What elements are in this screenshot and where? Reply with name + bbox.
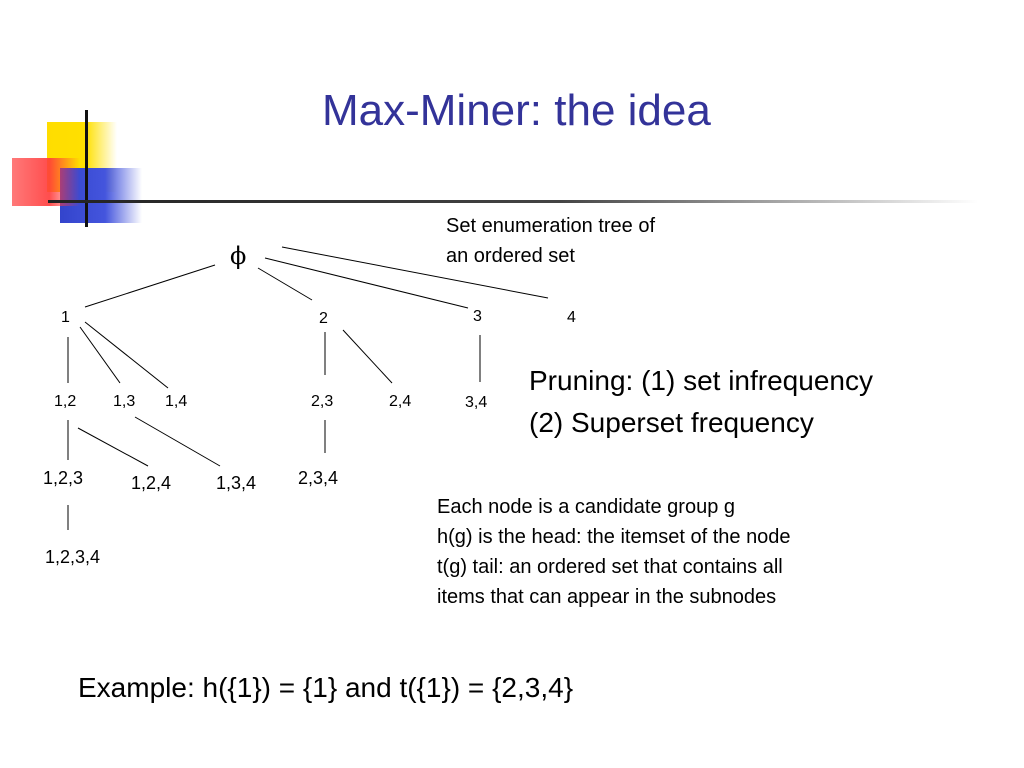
- edge-13-134: [134, 416, 221, 467]
- tree-node-1: 1: [61, 309, 70, 326]
- title-underline-rule: [48, 200, 978, 203]
- decor-red-square: [12, 158, 80, 206]
- pruning-note: Pruning: (1) set infrequency (2) Superse…: [529, 360, 873, 444]
- tree-node-1-2: 1,2: [54, 393, 77, 410]
- candidate-line: h(g) is the head: the itemset of the nod…: [437, 526, 791, 548]
- decor-vertical-line: [85, 110, 88, 227]
- slide-title: Max-Miner: the idea: [322, 86, 711, 135]
- tree-node-1-3-4: 1,3,4: [216, 473, 257, 493]
- edge-root-4: [281, 246, 549, 299]
- tree-node-3-4: 3,4: [465, 394, 488, 411]
- edge-root-1: [84, 264, 216, 308]
- candidate-line: Each node is a candidate group g: [437, 496, 735, 518]
- example-text: Example: h({1}) = {1} and t({1}) = {2,3,…: [78, 672, 574, 703]
- tree-caption: Set enumeration tree of an ordered set: [446, 211, 655, 271]
- tree-node-1-2-3-4: 1,2,3,4: [45, 547, 101, 567]
- edge-root-2: [257, 267, 313, 301]
- pruning-line: (2) Superset frequency: [529, 407, 814, 438]
- tree-node-2-4: 2,4: [389, 393, 412, 410]
- tree-node-1-2-4: 1,2,4: [131, 473, 172, 493]
- edge-1-14: [84, 321, 169, 389]
- edge-2-24: [342, 329, 393, 384]
- tree-node-2-3: 2,3: [311, 393, 334, 410]
- tree-node-1-2-3: 1,2,3: [43, 468, 84, 488]
- edge-12-124: [77, 427, 149, 467]
- tree-caption-line: Set enumeration tree of: [446, 215, 656, 237]
- tree-node-2-3-4: 2,3,4: [298, 468, 339, 488]
- candidate-group-note: Each node is a candidate group g h(g) is…: [437, 492, 791, 612]
- tree-node-4: 4: [567, 309, 576, 326]
- pruning-line: Pruning: (1) set infrequency: [529, 365, 873, 396]
- tree-node-1-4: 1,4: [165, 393, 188, 410]
- candidate-line: t(g) tail: an ordered set that contains …: [437, 556, 783, 578]
- edge-root-3: [264, 257, 469, 309]
- tree-node-1-3: 1,3: [113, 393, 136, 410]
- tree-node-2: 2: [319, 310, 328, 327]
- candidate-line: items that can appear in the subnodes: [437, 586, 777, 608]
- tree-node-3: 3: [473, 308, 482, 325]
- tree-node-root: ϕ: [230, 242, 247, 270]
- tree-caption-line: an ordered set: [446, 245, 575, 267]
- edge-1-13: [79, 326, 121, 384]
